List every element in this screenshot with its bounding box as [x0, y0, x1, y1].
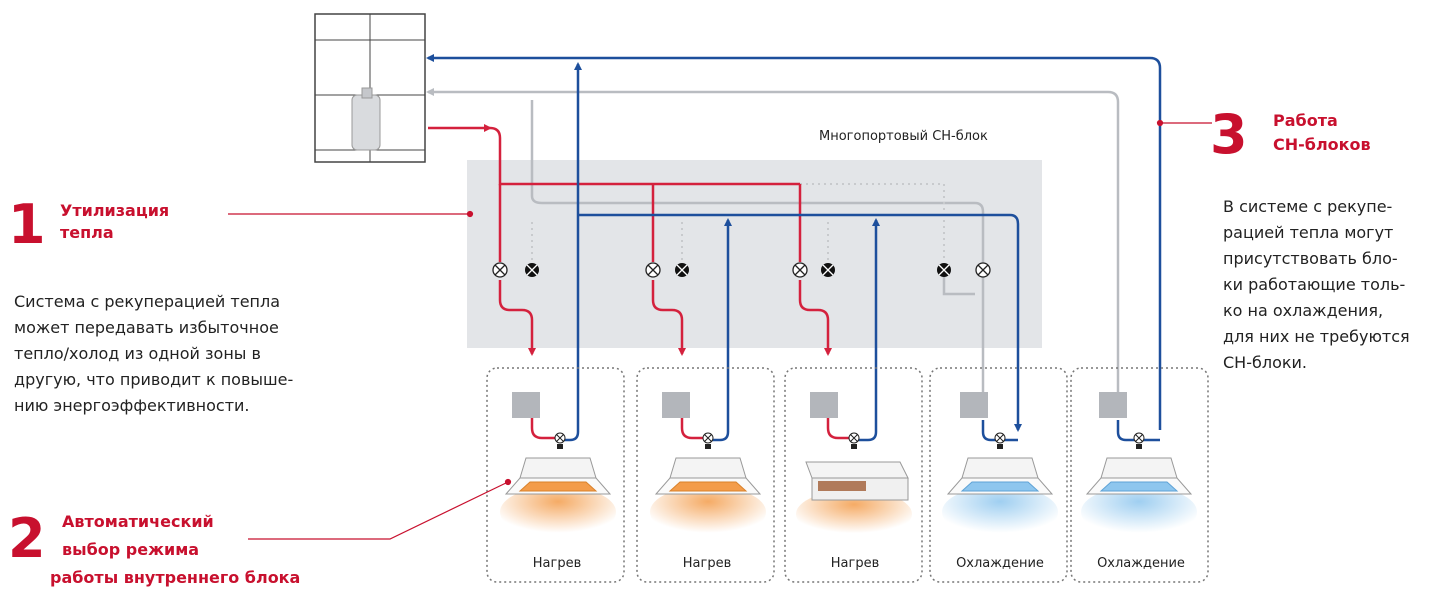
- cassette-unit-cool: [942, 457, 1058, 538]
- cassette-unit-cool: [1081, 457, 1197, 538]
- unit-label: Охлаждение: [1097, 556, 1185, 571]
- section3-title-line2: СН-блоков: [1273, 135, 1371, 154]
- unit-control-boxes: [512, 392, 1127, 418]
- hub-label: Многопортовый СН-блок: [819, 129, 988, 144]
- valve-closed-icon: [675, 263, 689, 277]
- unit-label: Охлаждение: [956, 556, 1044, 571]
- section2-title-line3: работы внутреннего блока: [50, 568, 301, 587]
- section3-text-line: В системе с рекупе-: [1223, 197, 1393, 216]
- section1-text-line: нию энергоэффективности.: [14, 396, 250, 415]
- unit-expansion-valves: [554, 432, 1145, 449]
- section3-text: В системе с рекупе- рацией тепла могут п…: [1223, 194, 1445, 376]
- section1-title-line1: Утилизация: [60, 201, 170, 220]
- section3-number: 3: [1210, 103, 1248, 166]
- section1-title-line2: тепла: [60, 223, 114, 242]
- section1-text-line: другую, что приводит к повыше-: [14, 370, 294, 389]
- valve-closed-icon: [937, 263, 951, 277]
- section1-text: Система с рекуперацией тепла может перед…: [14, 289, 352, 419]
- unit-label: Нагрев: [830, 556, 880, 571]
- section3-text-line: рацией тепла могут: [1223, 223, 1394, 242]
- outdoor-unit: [314, 13, 426, 163]
- section3-text-line: СН-блоки.: [1223, 353, 1308, 372]
- expansion-valve-icon: [702, 432, 714, 449]
- section3-text-line: ко на охлаждения,: [1223, 301, 1384, 320]
- expansion-valve-icon: [1133, 432, 1145, 449]
- section1-text-line: Система с рекуперацией тепла: [14, 292, 281, 311]
- gas-pipes-blue: [426, 54, 1162, 442]
- section1-text-line: тепло/холод из одной зоны в: [14, 344, 261, 363]
- dotted-lines: [531, 183, 945, 262]
- duct-unit-heat: [796, 461, 912, 538]
- hub-valves: [492, 262, 991, 278]
- valve-open-icon: [975, 262, 991, 278]
- section2-number: 2: [8, 507, 46, 570]
- section3-text-line: ки работающие толь-: [1223, 275, 1406, 294]
- section1-number: 1: [8, 193, 46, 256]
- valve-open-icon: [492, 262, 508, 278]
- valve-closed-icon: [821, 263, 835, 277]
- valve-open-icon: [645, 262, 661, 278]
- callout-leaders: [228, 119, 1212, 540]
- expansion-valve-icon: [994, 432, 1006, 449]
- section3-text-line: присутствовать бло-: [1223, 249, 1398, 268]
- valve-closed-icon: [525, 263, 539, 277]
- expansion-valve-icon: [554, 432, 566, 449]
- unit-label: Нагрев: [532, 556, 582, 571]
- expansion-valve-icon: [848, 432, 860, 449]
- section1-text-line: может передавать избыточное: [14, 318, 279, 337]
- multiport-hub-box: [467, 160, 1042, 348]
- cassette-unit-heat: [650, 457, 766, 538]
- valve-open-icon: [792, 262, 808, 278]
- cassette-unit-heat: [500, 457, 616, 538]
- section2-title-line2: выбор режима: [62, 540, 200, 559]
- liquid-pipes-red: [428, 124, 852, 440]
- unit-label: Нагрев: [682, 556, 732, 571]
- section3-text-line: для них не требуются: [1223, 327, 1410, 346]
- section3-title-line1: Работа: [1273, 111, 1338, 130]
- gas-pipes-gray: [426, 88, 1120, 398]
- section2-title-line1: Автоматический: [62, 512, 214, 531]
- indoor-unit-frames: [486, 367, 1209, 583]
